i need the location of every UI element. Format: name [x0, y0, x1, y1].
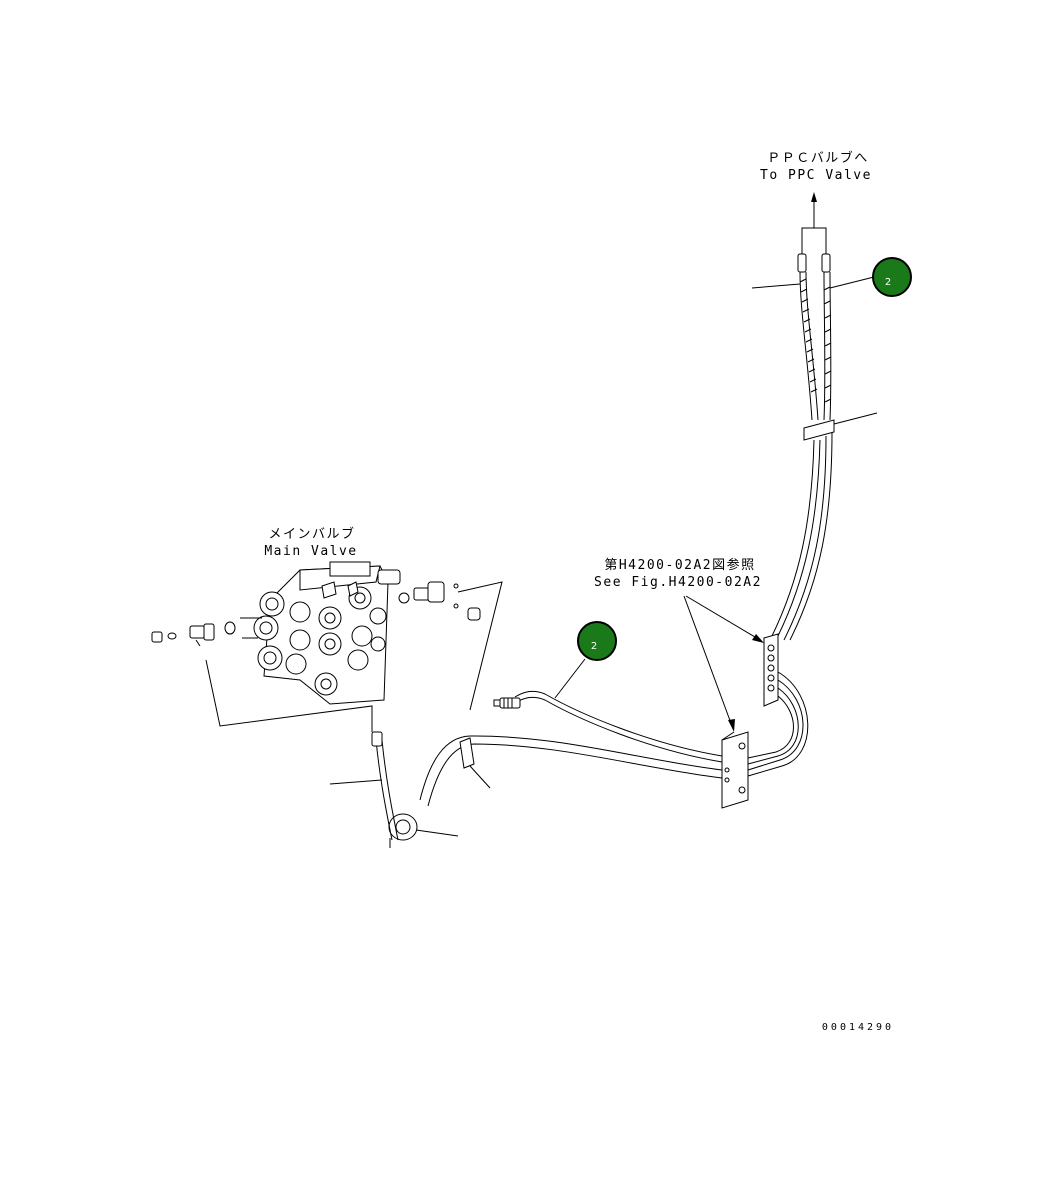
- middle-hoses: [769, 431, 833, 641]
- callout-2-upper-number: 2: [885, 277, 891, 288]
- main-valve-label-en: Main Valve: [264, 544, 357, 559]
- callout-2-lower[interactable]: 2: [554, 621, 617, 699]
- ppc-arrow: [801, 192, 827, 254]
- ppc-label-jp: ＰＰＣバルブへ: [767, 150, 869, 166]
- main-valve: [240, 561, 401, 705]
- ppc-label-en: To PPC Valve: [760, 168, 872, 183]
- lower-bracket: [721, 731, 749, 809]
- callout-2-lower-number: 2: [591, 641, 597, 652]
- left-fittings: [151, 621, 236, 647]
- main-valve-label-jp: メインバルブ: [268, 526, 355, 542]
- ref-arrows: [683, 595, 764, 732]
- elbow-leader: [457, 581, 503, 711]
- ref-label-jp: 第H4200-02A2図参照: [604, 557, 755, 573]
- right-fittings: [398, 581, 481, 621]
- callout-2-upper[interactable]: 2: [872, 257, 912, 297]
- long-hoses: [419, 691, 723, 807]
- tee-leader: [205, 659, 373, 732]
- lower-right-hoses: [747, 671, 809, 777]
- ref-label-en: See Fig.H4200-02A2: [594, 575, 762, 590]
- upper-clamp: [803, 412, 878, 441]
- drawing-number: 00014290: [822, 1022, 894, 1033]
- upper-bracket: [763, 633, 779, 707]
- lower-left-assembly: [329, 731, 459, 848]
- upper-hoses: [751, 253, 875, 421]
